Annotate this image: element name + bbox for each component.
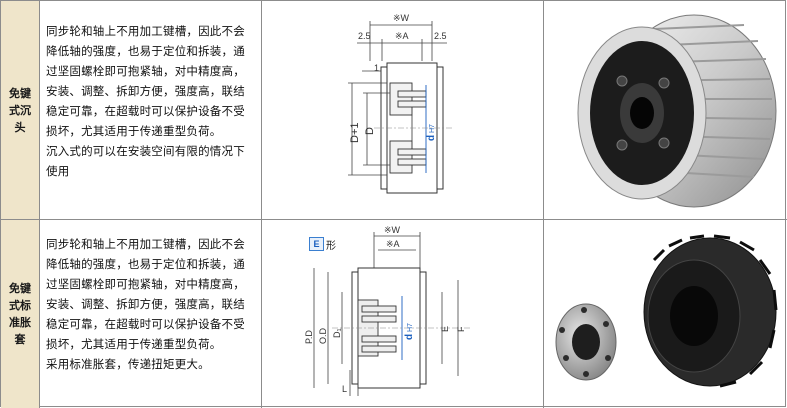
row-label: 免键式标准胀套 [9,282,31,346]
countersunk-pulley-photo [577,14,777,208]
row-label: 免键式沉头 [9,86,31,134]
technical-drawing-cell: E 形 ※W ※A [262,220,544,408]
dim-od-label: O.D [318,327,328,344]
locking-assembly-drawing: ※W ※A [304,225,472,396]
type-tag: E [309,237,324,251]
description-cell: 同步轮和轴上不用加工键槽，因此不会降低轴的强度，也易于定位和拆装，通过坚固螺栓即… [40,1,262,219]
dim-d1-label: D₁ [332,328,342,338]
dim-d1-label: D+1 [349,123,361,144]
description: 同步轮和轴上不用加工键槽，因此不会降低轴的强度，也易于定位和拆装，通过坚固螺栓即… [46,21,256,181]
row-label-cell: 免键式标准胀套 [1,220,40,408]
dim-d-label: D [364,127,376,135]
description-paragraph: 同步轮和轴上不用加工键槽，因此不会降低轴的强度，也易于定位和拆装，通过坚固螺栓即… [46,237,245,351]
dim-pd-label: P.D [304,330,314,344]
dim-l-label: L [342,384,347,394]
description-paragraph: 沉入式的可以在安装空间有限的情况下使用 [46,144,245,178]
table-row: 免键式沉头 同步轮和轴上不用加工键槽，因此不会降低轴的强度，也易于定位和拆装，通… [1,1,787,220]
type-text: 形 [326,241,336,252]
dim-f-label: F [456,326,466,332]
dim-a-label: ※A [395,31,409,41]
countersunk-pulley-drawing: ※W ※A 2.5 2.5 1 [348,13,452,194]
dim-left-label: 2.5 [358,31,371,41]
dim-e-label: E [440,326,450,332]
dim-bore-label: d [426,135,437,141]
table-row: 免键式标准胀套 同步轮和轴上不用加工键槽，因此不会降低轴的强度，也易于定位和拆装… [1,220,787,408]
dim-bore-label: d [404,334,415,340]
row-label-cell: 免键式沉头 [1,1,40,219]
technical-drawing-cell: ※W ※A 2.5 2.5 1 [262,1,544,219]
description-paragraph: 同步轮和轴上不用加工键槽，因此不会降低轴的强度，也易于定位和拆装，通过坚固螺栓即… [46,24,245,138]
dim-tolerance-label: H7 [429,124,436,133]
dim-a-label: ※A [386,239,400,249]
description: 同步轮和轴上不用加工键槽，因此不会降低轴的强度，也易于定位和拆装，通过坚固螺栓即… [46,234,256,374]
product-photo-cell [544,1,787,219]
dim-w-label: ※W [384,225,401,235]
dim-right-label: 2.5 [434,31,447,41]
dim-tolerance-label: H7 [407,323,414,332]
product-photo-cell [544,220,787,408]
dim-one-label: 1 [374,63,379,73]
dim-w-label: ※W [393,13,410,23]
locking-assembly-pulley-photo [555,234,778,388]
description-paragraph: 采用标准胀套，传递扭矩更大。 [46,357,210,371]
description-cell: 同步轮和轴上不用加工键槽，因此不会降低轴的强度，也易于定位和拆装，通过坚固螺栓即… [40,220,262,408]
